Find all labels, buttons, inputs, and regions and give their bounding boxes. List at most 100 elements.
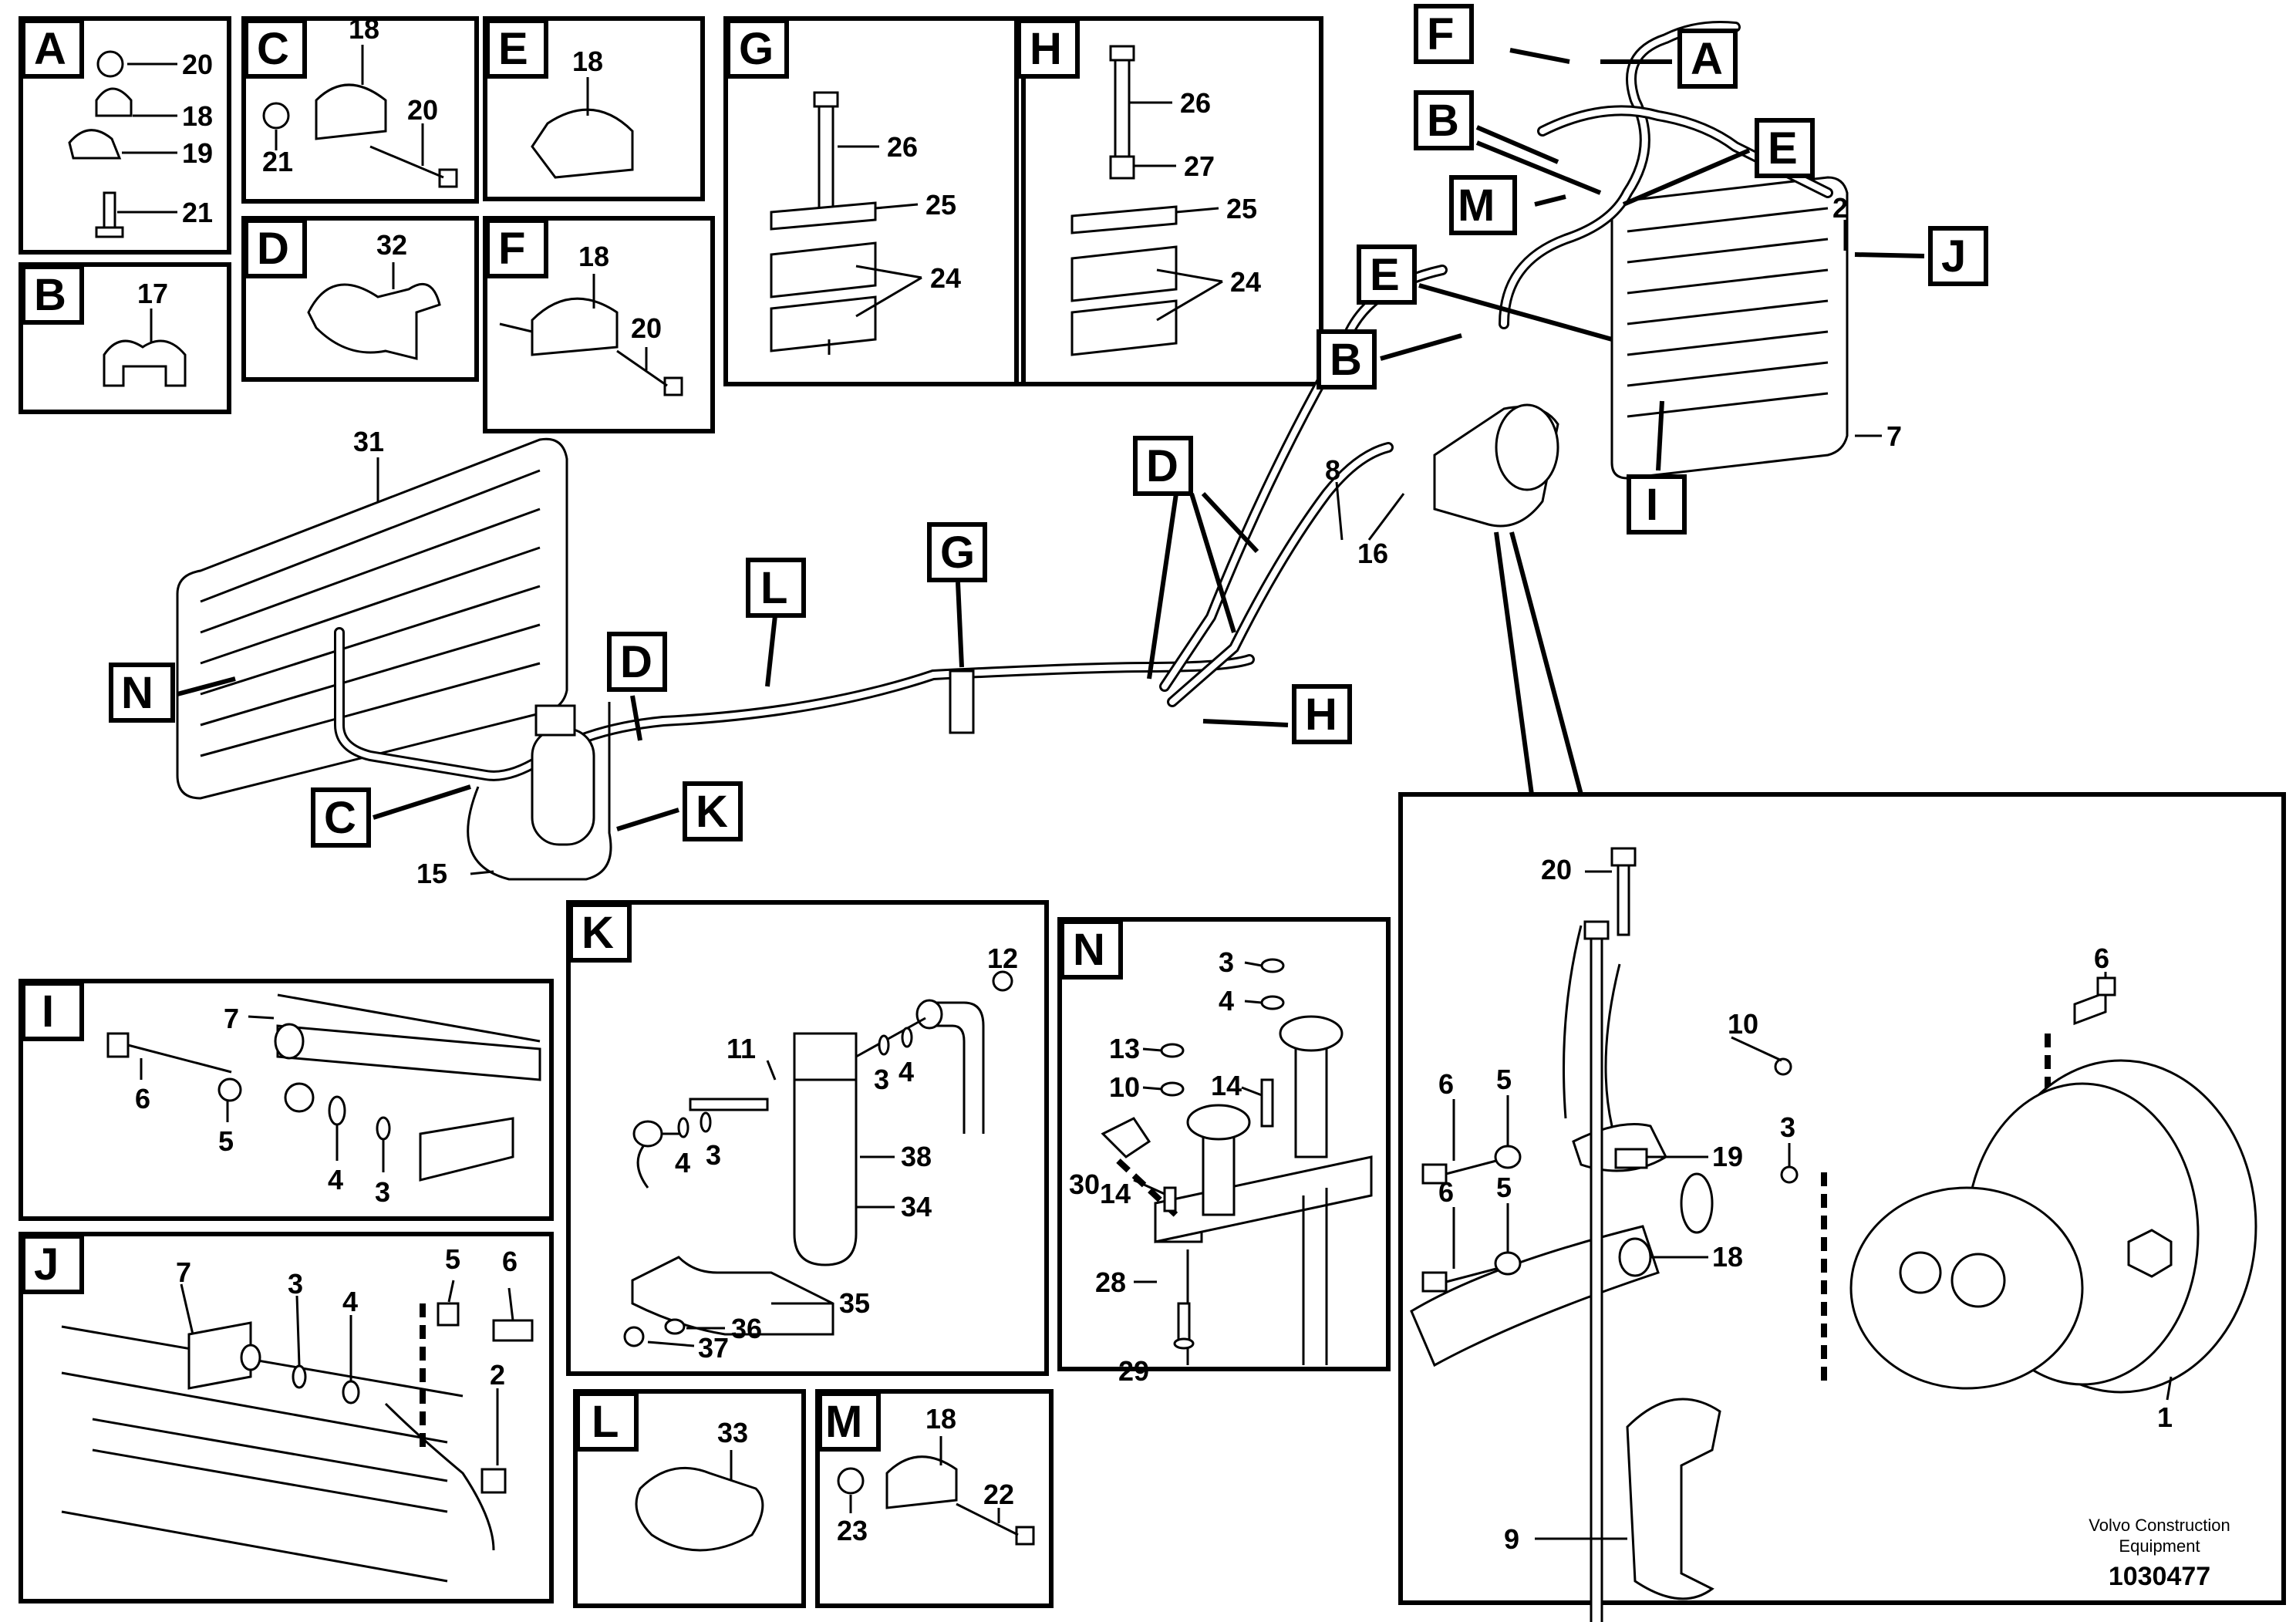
callout-j: J: [1941, 231, 1966, 282]
callout-b-top: B: [1427, 96, 1459, 146]
label-m-22: 22: [983, 1479, 1014, 1510]
detail-b: B 17: [19, 262, 231, 414]
main-callouts: F A B E M E J B I D G L D N H C K 2 7 8: [109, 4, 1988, 889]
label-n-14-top: 14: [1211, 1070, 1242, 1101]
detail-j: J 7 3 4 5 6 2: [19, 1232, 554, 1603]
callout-n: N: [121, 668, 153, 718]
receiver-drier-main: [467, 702, 612, 881]
label-n-3: 3: [1219, 946, 1234, 978]
label-f-20: 20: [631, 312, 662, 344]
label-m-23: 23: [837, 1515, 868, 1546]
label-k-37: 37: [698, 1332, 729, 1364]
label-l-33: 33: [717, 1417, 748, 1448]
label-i-4: 4: [328, 1164, 343, 1195]
callout-m: M: [1458, 180, 1495, 231]
label-h-26: 26: [1180, 87, 1211, 119]
drawing-number: 1030477: [2109, 1562, 2210, 1591]
label-main-31: 31: [353, 426, 384, 457]
detail-f-letter: F: [498, 224, 525, 274]
detail-f: F 18 20: [483, 216, 715, 433]
label-cmp-6-top: 6: [2094, 943, 2109, 974]
detail-k-letter: K: [582, 908, 614, 958]
label-main-15: 15: [416, 858, 447, 889]
label-cmp-3: 3: [1780, 1111, 1795, 1143]
callout-b-mid: B: [1330, 335, 1362, 385]
detail-n: N 3 4 13 10 14 14 30 28 29: [1057, 917, 1391, 1387]
label-c-21: 21: [262, 146, 293, 177]
evaporator: [176, 437, 568, 800]
label-k-4-low: 4: [675, 1147, 690, 1179]
label-cmp-20: 20: [1541, 854, 1572, 885]
label-j-2: 2: [490, 1359, 505, 1391]
detail-m-letter: M: [825, 1397, 862, 1447]
detail-i-letter: I: [42, 986, 54, 1037]
label-cmp-6-mid: 6: [1438, 1068, 1454, 1100]
callout-h: H: [1305, 690, 1337, 740]
detail-h-letter: H: [1030, 24, 1062, 74]
label-j-7: 7: [176, 1256, 191, 1288]
label-cmp-19: 19: [1712, 1141, 1743, 1172]
label-n-28: 28: [1095, 1266, 1126, 1298]
detail-c-letter: C: [257, 24, 289, 74]
label-main-16: 16: [1357, 538, 1388, 569]
callout-i: I: [1646, 480, 1658, 530]
detail-l: L 33: [573, 1389, 806, 1608]
footer-brand-line2: Equipment: [2119, 1536, 2200, 1556]
callout-c: C: [324, 793, 356, 843]
detail-c: C 18 20 21: [241, 13, 479, 204]
label-m-18: 18: [925, 1403, 956, 1435]
label-n-29: 29: [1118, 1355, 1149, 1387]
label-n-13: 13: [1109, 1033, 1140, 1064]
label-n-30: 30: [1069, 1168, 1100, 1200]
label-k-11: 11: [727, 1033, 756, 1064]
label-j-4: 4: [342, 1286, 358, 1317]
main-assembly: [176, 21, 1925, 881]
detail-a: A 20 18 19 21: [19, 16, 231, 255]
label-cmp-6-low: 6: [1438, 1176, 1454, 1208]
detail-g-letter: G: [739, 24, 774, 74]
callout-f: F: [1427, 9, 1454, 59]
label-cmp-18: 18: [1712, 1241, 1743, 1273]
label-n-10: 10: [1109, 1071, 1140, 1103]
label-cmp-9: 9: [1504, 1523, 1519, 1555]
label-a-18: 18: [182, 100, 213, 132]
label-c-20: 20: [407, 94, 438, 126]
label-i-3: 3: [375, 1176, 390, 1208]
label-k-4-top: 4: [899, 1056, 914, 1088]
label-j-3: 3: [288, 1268, 303, 1300]
label-cmp-1: 1: [2157, 1401, 2173, 1433]
label-a-19: 19: [182, 137, 213, 169]
label-k-12: 12: [987, 943, 1018, 974]
label-h-24: 24: [1230, 266, 1261, 298]
label-g-25: 25: [925, 189, 956, 221]
detail-d: D 32: [241, 216, 479, 382]
label-j-6: 6: [502, 1246, 518, 1277]
callout-l: L: [760, 563, 787, 613]
label-j-5: 5: [445, 1243, 460, 1275]
detail-e-letter: E: [498, 24, 528, 74]
detail-k: K 12 11 3 4 4 3 38 34 35 36 37: [566, 900, 1049, 1376]
label-d-32: 32: [376, 229, 407, 261]
label-i-7: 7: [224, 1003, 239, 1034]
callout-e-top: E: [1768, 123, 1798, 174]
detail-b-letter: B: [34, 270, 66, 320]
compressor-main: [1433, 403, 1559, 528]
label-h-27: 27: [1184, 150, 1215, 182]
label-a-20: 20: [182, 49, 213, 80]
label-k-35: 35: [839, 1287, 870, 1319]
detail-m: M 18 22 23: [815, 1389, 1054, 1608]
detail-e: E 18: [483, 16, 705, 201]
label-b-17: 17: [137, 278, 168, 309]
label-k-34: 34: [901, 1191, 932, 1222]
label-cmp-5-low: 5: [1496, 1172, 1512, 1203]
label-e-18: 18: [572, 46, 603, 77]
label-g-24: 24: [930, 262, 961, 294]
detail-n-letter: N: [1073, 925, 1105, 975]
detail-compressor: 20 6 10 6 5 19 3 6 5 18 1 9 Volvo Constr…: [1398, 531, 2286, 1622]
label-main-2: 2: [1832, 192, 1848, 224]
label-cmp-5-mid: 5: [1496, 1064, 1512, 1095]
label-n-14-low: 14: [1100, 1178, 1131, 1209]
callout-e-mid: E: [1370, 250, 1400, 300]
callout-g: G: [940, 528, 975, 578]
